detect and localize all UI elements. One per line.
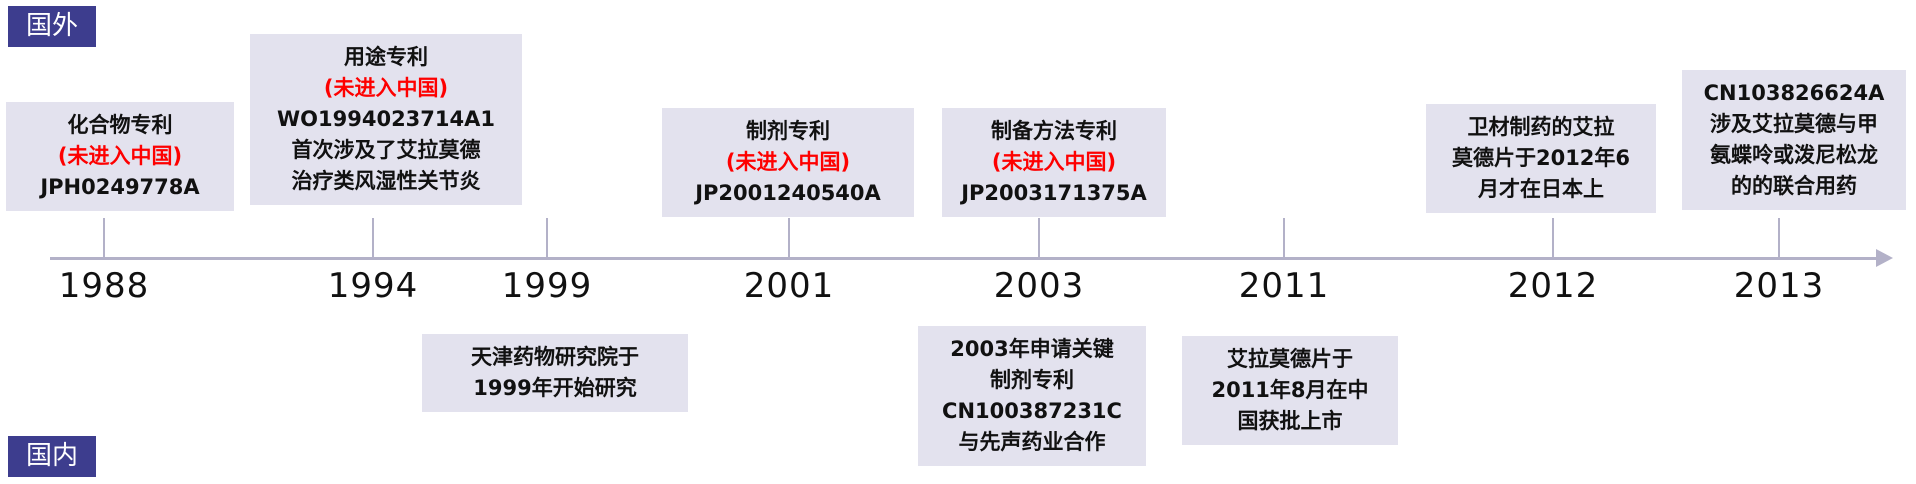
event-detail: 的的联合用药: [1731, 174, 1857, 198]
year-label-1999: 1999: [501, 266, 593, 306]
tick-2001: [788, 218, 790, 258]
tick-2013: [1778, 218, 1780, 258]
event-detail: 2011年8月在中: [1211, 378, 1369, 402]
tick-1999: [546, 218, 548, 258]
event-detail: 涉及艾拉莫德与甲: [1710, 112, 1878, 136]
not-in-china-note: (未进入中国): [323, 76, 449, 100]
event-detail: 国获批上市: [1237, 409, 1343, 433]
tick-1994: [372, 218, 374, 258]
event-detail: 氨蝶呤或泼尼松龙: [1710, 143, 1878, 167]
year-label-2011: 2011: [1238, 266, 1330, 306]
event-title: 化合物专利: [67, 113, 173, 137]
event-detail: 艾拉莫德片于: [1227, 347, 1353, 371]
event-title: 制剂专利: [746, 119, 830, 143]
tick-1988: [103, 218, 105, 258]
event-detail: 治疗类风湿性关节炎: [291, 169, 481, 193]
domestic-badge: 国内: [8, 436, 97, 478]
event-detail: 制剂专利: [990, 368, 1074, 392]
not-in-china-note: (未进入中国): [57, 144, 183, 168]
patent-number: JP2001240540A: [695, 181, 881, 205]
timeline-axis: [50, 257, 1880, 260]
patent-number: JP2003171375A: [961, 181, 1147, 205]
event-detail: 2003年申请关键: [950, 337, 1114, 361]
year-label-2003: 2003: [993, 266, 1085, 306]
event-detail: 与先声药业合作: [958, 430, 1106, 454]
event-detail: 天津药物研究院于: [471, 345, 639, 369]
event-box-2003-key-formulation-patent: 2003年申请关键 制剂专利 CN100387231C 与先声药业合作: [918, 326, 1146, 466]
event-box-2003-process-patent: 制备方法专利 (未进入中国) JP2003171375A: [942, 108, 1166, 217]
event-title: 制备方法专利: [991, 119, 1117, 143]
foreign-badge: 国外: [8, 6, 97, 48]
event-detail: 首次涉及了艾拉莫德: [291, 138, 481, 162]
event-title: 用途专利: [344, 45, 428, 69]
not-in-china-note: (未进入中国): [725, 150, 851, 174]
event-detail: 1999年开始研究: [473, 376, 637, 400]
year-label-2012: 2012: [1507, 266, 1599, 306]
year-label-2001: 2001: [743, 266, 835, 306]
timeline-arrow-icon: [1876, 249, 1893, 267]
not-in-china-note: (未进入中国): [991, 150, 1117, 174]
event-box-2012-japan-launch: 卫材制药的艾拉 莫德片于2012年6 月才在日本上: [1426, 104, 1656, 213]
event-box-1994-use-patent: 用途专利 (未进入中国) WO1994023714A1 首次涉及了艾拉莫德 治疗…: [250, 34, 522, 205]
event-detail: 月才在日本上: [1478, 177, 1604, 201]
event-box-2013-combination-patent: CN103826624A 涉及艾拉莫德与甲 氨蝶呤或泼尼松龙 的的联合用药: [1682, 70, 1906, 210]
year-label-2013: 2013: [1733, 266, 1825, 306]
tick-2012: [1552, 218, 1554, 258]
year-label-1994: 1994: [327, 266, 419, 306]
patent-number: CN100387231C: [942, 399, 1122, 423]
event-detail: 卫材制药的艾拉: [1467, 115, 1615, 139]
event-box-2011-china-approval: 艾拉莫德片于 2011年8月在中 国获批上市: [1182, 336, 1398, 445]
event-box-2001-formulation-patent: 制剂专利 (未进入中国) JP2001240540A: [662, 108, 914, 217]
year-label-1988: 1988: [58, 266, 150, 306]
tick-2003: [1038, 218, 1040, 258]
patent-number: JPH0249778A: [40, 175, 200, 199]
event-box-1988-compound-patent: 化合物专利 (未进入中国) JPH0249778A: [6, 102, 234, 211]
event-detail: 莫德片于2012年6: [1451, 146, 1631, 170]
patent-number: WO1994023714A1: [277, 107, 495, 131]
event-box-1999-tianjin-research: 天津药物研究院于 1999年开始研究: [422, 334, 688, 412]
tick-2011: [1283, 218, 1285, 258]
patent-number: CN103826624A: [1703, 81, 1885, 105]
